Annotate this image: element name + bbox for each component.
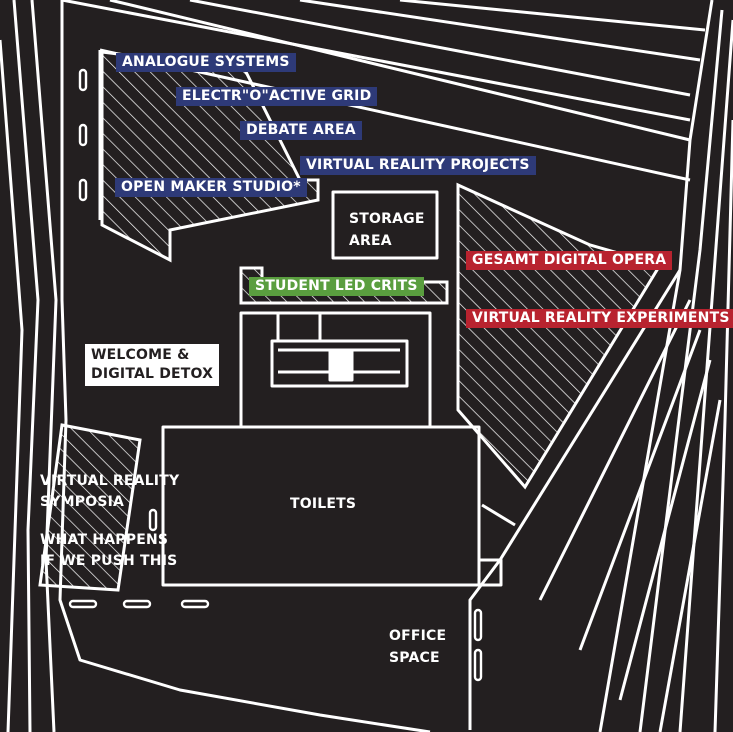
- zone-electroactive-grid: ELECTR"O"ACTIVE GRID: [176, 87, 378, 106]
- zone-student-led-crits: STUDENT LED CRITS: [249, 277, 424, 296]
- zone-toilets: TOILETS: [290, 496, 357, 512]
- zone-debate-area: DEBATE AREA: [240, 121, 362, 140]
- zone-what-happens: WHAT HAPPENS IF WE PUSH THIS: [40, 532, 178, 569]
- zone-welcome-digital-detox: WELCOME & DIGITAL DETOX: [85, 344, 220, 386]
- zone-gesamt-digital-opera: GESAMT DIGITAL OPERA: [466, 251, 673, 270]
- zone-open-maker-studio: OPEN MAKER STUDIO*: [115, 178, 307, 197]
- zone-virtual-reality-symposia: VIRTUAL REALITY SYMPOSIA: [40, 473, 180, 510]
- zone-storage-area: STORAGE AREA: [349, 211, 425, 249]
- zone-analogue-systems: ANALOGUE SYSTEMS: [116, 53, 296, 72]
- column-marks: [68, 68, 483, 682]
- zone-virtual-reality-experiments: VIRTUAL REALITY EXPERIMENTS: [466, 309, 733, 328]
- zone-office-space: OFFICE SPACE: [389, 628, 447, 666]
- zone-virtual-reality-projects: VIRTUAL REALITY PROJECTS: [300, 156, 536, 175]
